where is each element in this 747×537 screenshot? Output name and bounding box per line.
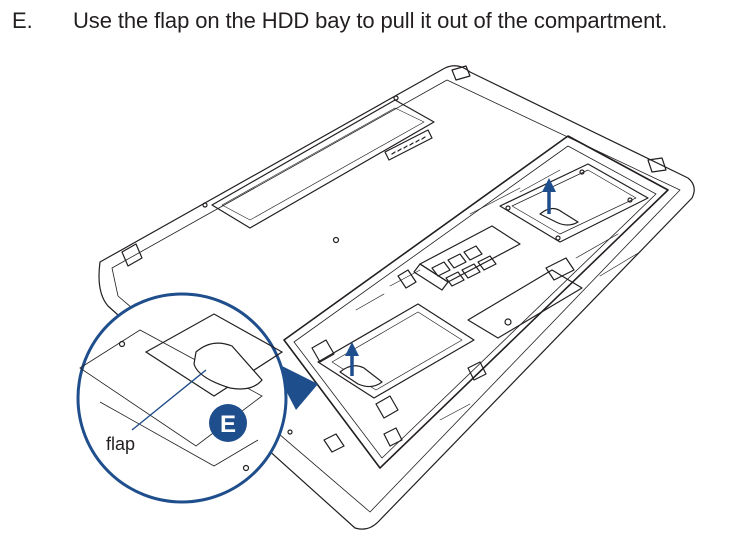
component-compartment <box>283 135 669 469</box>
step-header: E. Use the flap on the HDD bay to pull i… <box>0 0 747 40</box>
step-badge-letter: E <box>220 411 236 438</box>
battery-panel <box>211 99 435 229</box>
rubber-foot-right <box>647 157 667 173</box>
ram-module <box>397 225 521 291</box>
pull-arrow-secondary <box>542 178 556 214</box>
step-letter: E. <box>12 8 33 33</box>
wireless-card-slot <box>467 257 583 339</box>
pull-arrow-primary <box>345 342 359 376</box>
hdd-bay-primary <box>311 303 487 447</box>
flap-tab-zoomed <box>193 342 263 390</box>
rubber-foot-top <box>451 65 471 81</box>
battery-latch <box>384 129 433 161</box>
rubber-foot-bottom <box>323 433 345 453</box>
zoom-callout: E flap <box>76 292 318 504</box>
step-badge <box>209 404 247 442</box>
step-instruction: Use the flap on the HDD bay to pull it o… <box>73 8 668 33</box>
callout-leader-line <box>131 369 207 431</box>
rubber-foot-left <box>121 243 143 267</box>
laptop-inner-edge <box>111 79 681 513</box>
flap-label: flap <box>106 434 135 454</box>
